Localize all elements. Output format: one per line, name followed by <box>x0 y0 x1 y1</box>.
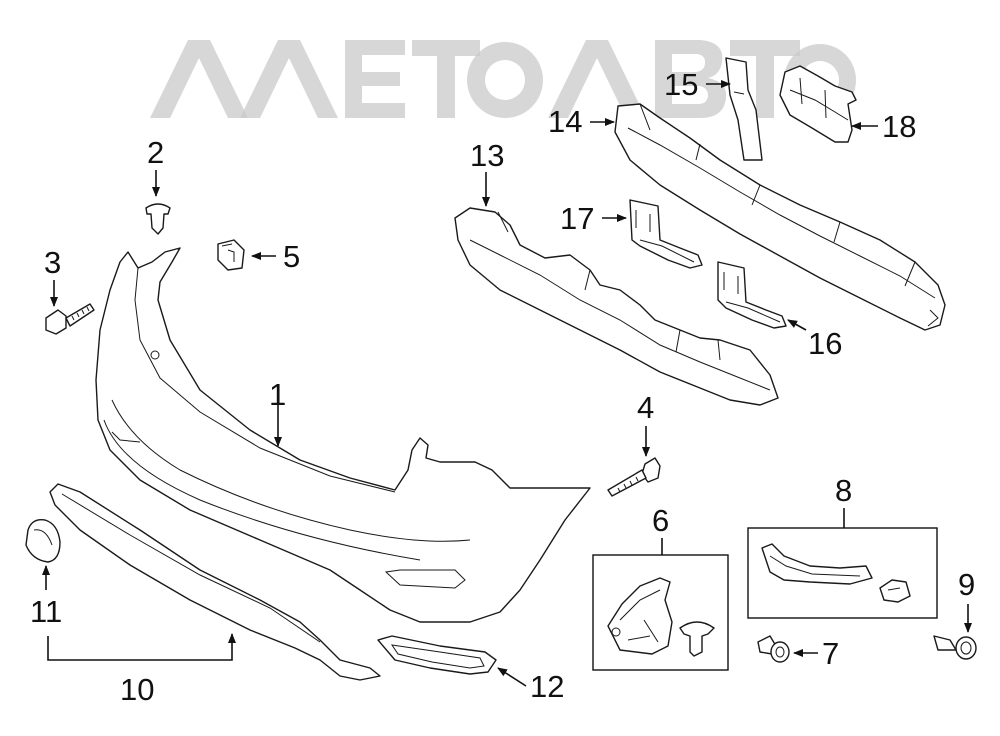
leader-12 <box>497 667 527 687</box>
callout-12: 12 <box>530 669 564 704</box>
part-17-bracket <box>629 199 703 269</box>
callout-17: 17 <box>560 201 594 236</box>
part-7-bolt <box>757 635 790 663</box>
leader-lines <box>42 80 972 687</box>
callout-3: 3 <box>44 245 61 280</box>
callout-labels: 2 3 1 5 4 13 14 15 18 17 16 6 8 7 9 11 1… <box>30 67 975 707</box>
leader-16 <box>787 319 807 331</box>
part-1-bumper-cover <box>95 247 591 623</box>
callout-4: 4 <box>637 390 654 425</box>
callout-7: 7 <box>822 636 839 671</box>
part-10-lower-valance <box>49 483 381 681</box>
part-6-group <box>592 554 729 671</box>
part-5-nut-clip <box>217 239 245 271</box>
part-13-absorber <box>454 207 779 406</box>
callout-16: 16 <box>808 326 842 361</box>
part-4-screw <box>607 457 661 497</box>
callout-1: 1 <box>269 377 286 412</box>
part-16-bracket <box>717 261 787 329</box>
callout-2: 2 <box>147 135 164 170</box>
callout-13: 13 <box>470 138 504 173</box>
part-18-bracket <box>779 65 857 143</box>
part-2-clip <box>145 203 171 235</box>
callout-11: 11 <box>30 594 62 629</box>
part-8-box <box>747 527 938 619</box>
callout-18: 18 <box>882 109 916 144</box>
callout-15: 15 <box>664 67 698 102</box>
part-6-box <box>592 554 729 671</box>
part-11-cap <box>25 519 61 563</box>
callout-14: 14 <box>548 104 582 139</box>
leader-10 <box>47 633 236 661</box>
callout-10: 10 <box>120 672 154 707</box>
callout-5: 5 <box>283 239 300 274</box>
callout-9: 9 <box>958 567 975 602</box>
part-14-beam <box>614 103 946 331</box>
part-8-group <box>747 527 938 619</box>
part-12-reflector <box>377 635 497 675</box>
callout-8: 8 <box>835 473 852 508</box>
part-9-bolt <box>933 635 977 660</box>
part-15-strip <box>725 57 763 161</box>
callout-6: 6 <box>652 503 669 538</box>
part-3-bolt <box>45 303 95 335</box>
